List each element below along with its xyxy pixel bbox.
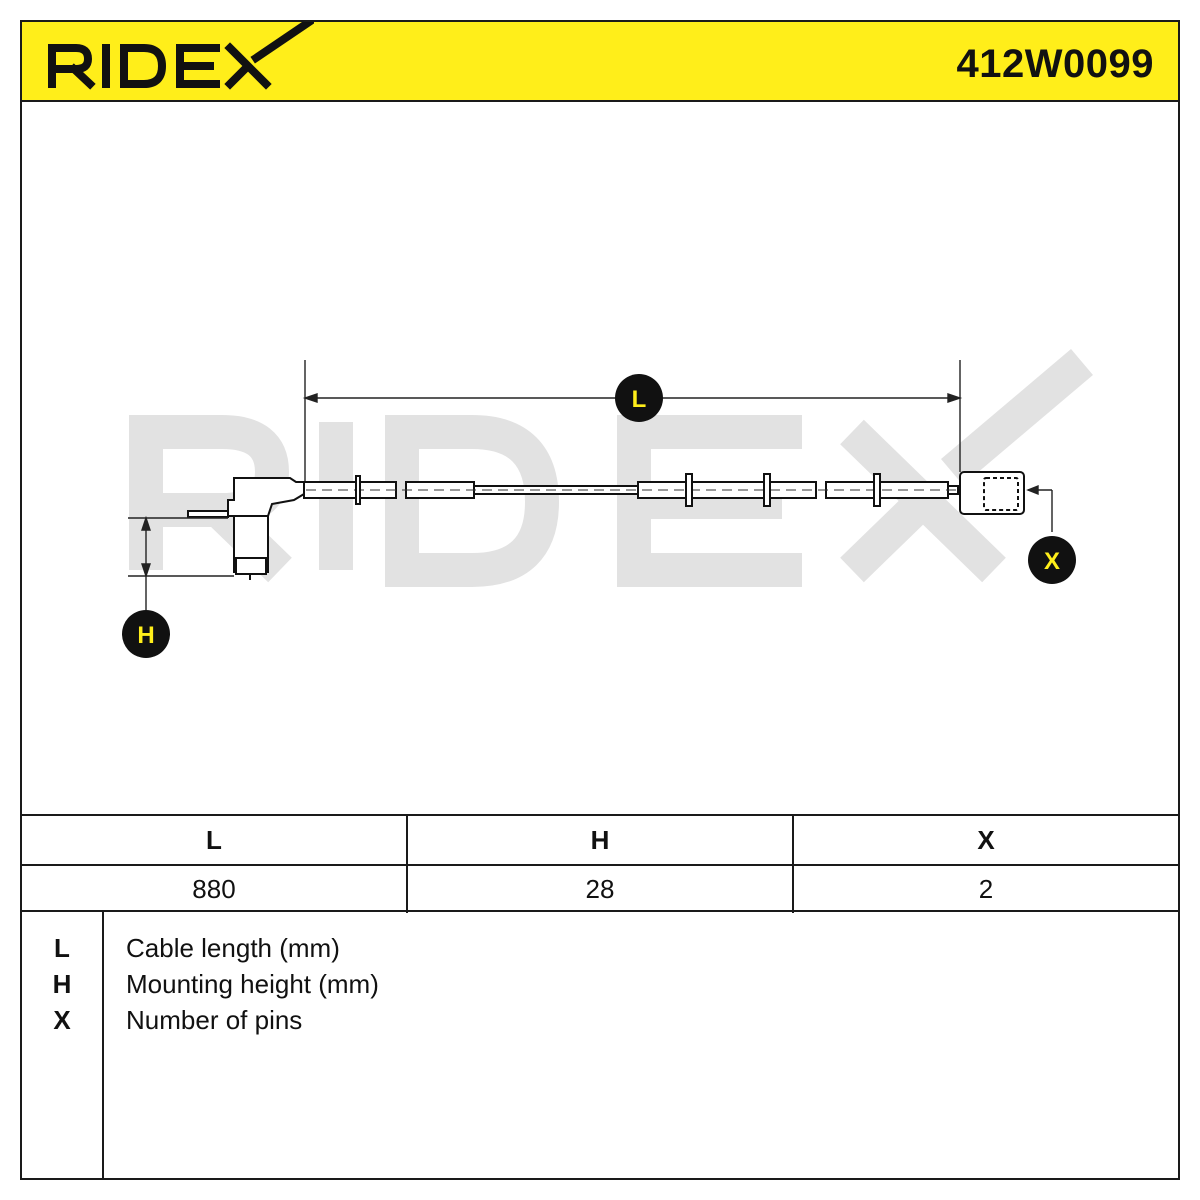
spec-value-l: 880 [22,865,408,913]
sensor-head [187,477,305,580]
legend-key: H [52,969,72,999]
spec-table: L H X 880 28 2 [22,814,1178,913]
legend-divider [102,912,104,1178]
legend-description: Mounting height (mm) [126,969,379,999]
spec-header-h: H [408,816,794,864]
l-marker: L [615,374,663,422]
svg-text:X: X [1044,548,1060,575]
ridex-watermark [129,349,1093,587]
sensor-diagram: L [122,349,1093,658]
svg-text:H: H [137,622,154,649]
spec-value-row: 880 28 2 [22,865,1178,913]
header-bar: 412W0099 [22,22,1178,102]
legend-item-l: L Cable length (mm) [22,930,1178,966]
legend: L Cable length (mm) H Mounting height (m… [22,912,1178,1178]
legend-key: L [54,933,70,963]
h-dimension [128,515,234,610]
legend-key: X [53,1005,71,1035]
spec-header-row: L H X [22,816,1178,866]
svg-text:L: L [632,386,647,413]
x-marker: X [1028,536,1076,584]
legend-description: Cable length (mm) [126,933,340,963]
part-number: 412W0099 [956,42,1154,86]
datasheet: 412W0099 L [20,20,1180,1180]
technical-drawing: L [22,102,1178,814]
h-marker: H [122,610,170,658]
legend-item-h: H Mounting height (mm) [22,966,1178,1002]
x-dimension [1026,484,1053,532]
ridex-logo [48,22,314,90]
spec-value-h: 28 [408,865,794,913]
legend-description: Number of pins [126,1005,303,1035]
spec-header-l: L [22,816,408,864]
spec-header-x: X [977,824,995,855]
cable-clips [355,473,881,507]
spec-value-x: 2 [978,873,994,904]
legend-item-x: X Number of pins [22,1002,1178,1038]
connector [959,471,1025,515]
